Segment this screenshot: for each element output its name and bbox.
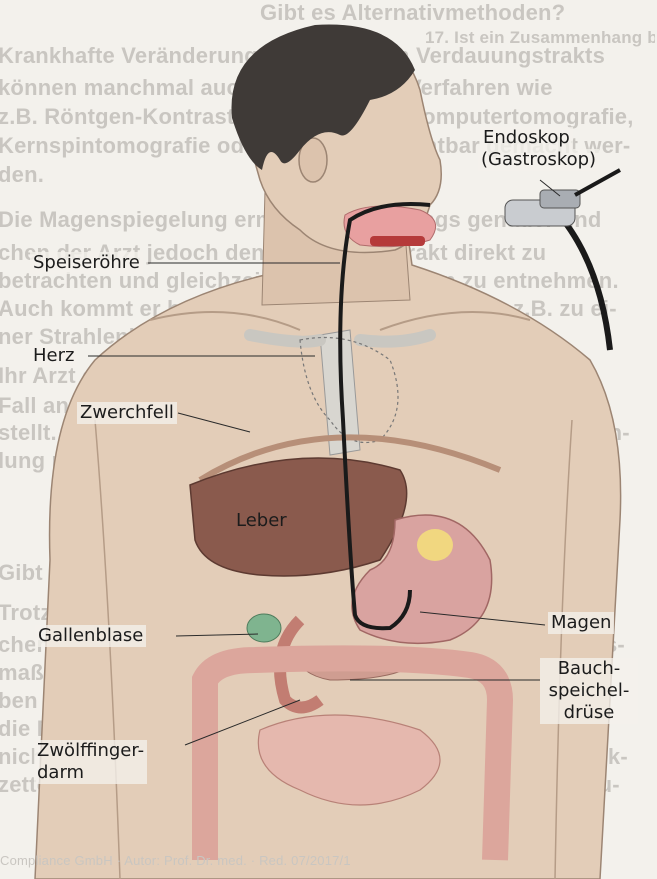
tongue bbox=[370, 236, 425, 246]
label-zwoelf-line2: darm bbox=[37, 762, 144, 784]
label-zwerchfell: Zwerchfell bbox=[77, 402, 177, 424]
label-magen: Magen bbox=[548, 612, 614, 634]
rib-left bbox=[250, 335, 320, 342]
rib-right bbox=[360, 335, 430, 342]
label-gastroskop: (Gastroskop) bbox=[478, 149, 599, 171]
question-text: 17. Ist ein Zusammenhang bekannt? bbox=[425, 28, 655, 48]
label-bauch-line3: drüse bbox=[543, 702, 635, 724]
gallbladder bbox=[247, 614, 281, 642]
label-endoskop: Endoskop bbox=[480, 127, 573, 149]
label-leber: Leber bbox=[233, 510, 290, 532]
label-bauchspeicheldruese: Bauch- speichel- drüse bbox=[540, 658, 638, 724]
endoscope-head bbox=[540, 190, 580, 208]
label-zwoelffingerdarm: Zwölffinger- darm bbox=[34, 740, 147, 784]
label-bauch-line1: Bauch- bbox=[543, 658, 635, 680]
label-bauch-line2: speichel- bbox=[543, 680, 635, 702]
endoscope-cable bbox=[555, 210, 610, 350]
label-herz: Herz bbox=[30, 345, 77, 367]
light-glow bbox=[417, 529, 453, 561]
footer-text: Compliance GmbH · Autor: Prof. Dr. med. … bbox=[0, 853, 657, 868]
label-zwoelf-line1: Zwölffinger- bbox=[37, 740, 144, 762]
label-speiseroehre: Speiseröhre bbox=[30, 252, 143, 274]
liver bbox=[190, 458, 407, 576]
endoscope-lever bbox=[575, 170, 620, 195]
label-gallenblase: Gallenblase bbox=[35, 625, 146, 647]
